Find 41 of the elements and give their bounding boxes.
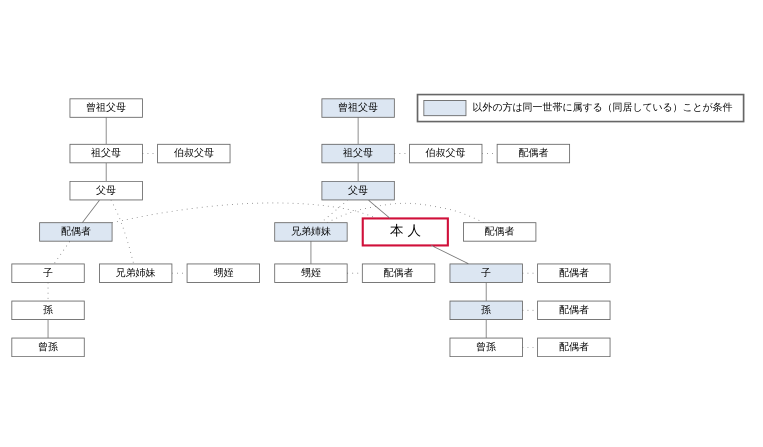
node-box: 配偶者 [362,264,436,283]
connector [358,162,359,182]
connector [358,116,359,144]
node-box: 甥姪 [274,264,348,283]
connector [54,241,70,264]
connector [310,241,312,264]
node-box: 孫 [11,300,85,320]
connector [368,200,390,219]
connector [430,244,470,264]
node-box: 子 [11,264,85,283]
node-box: 父母 [321,180,395,200]
node-box: 兄弟姉妹 [274,222,348,242]
node-box: 曾孫 [11,338,85,358]
connector [106,162,107,182]
node-box: 配偶者 [537,300,610,320]
connector [326,202,484,224]
node-box: 甥姪 [186,264,260,283]
node-box: 配偶者 [537,264,610,283]
legend-label: 以外の方は同一世帯に属する（同居している）ことが条件 [472,102,733,114]
node-box: 伯叔父母 [157,144,230,164]
node-box: 配偶者 [39,222,112,242]
node-box: 子 [450,264,523,283]
node-box: 伯叔父母 [409,144,482,164]
connector [486,319,487,338]
node-box: 配偶者 [537,338,610,358]
connector [82,200,100,224]
node-box: 祖父母 [70,144,143,164]
node-box: 曾祖父母 [70,98,143,118]
node-box: 兄弟姉妹 [99,264,172,283]
connector [106,116,107,144]
connector [486,282,487,302]
node-box: 曾祖父母 [321,98,395,118]
node-box: 孫 [450,300,523,320]
node-box: 配偶者 [496,144,570,164]
connector [112,202,378,224]
node-box: 父母 [70,180,143,200]
node-box: 祖父母 [321,144,395,164]
connector [110,200,134,264]
node-box: 配偶者 [463,222,536,242]
node-box: 本 人 [362,217,449,246]
node-box: 曾孫 [450,338,523,358]
